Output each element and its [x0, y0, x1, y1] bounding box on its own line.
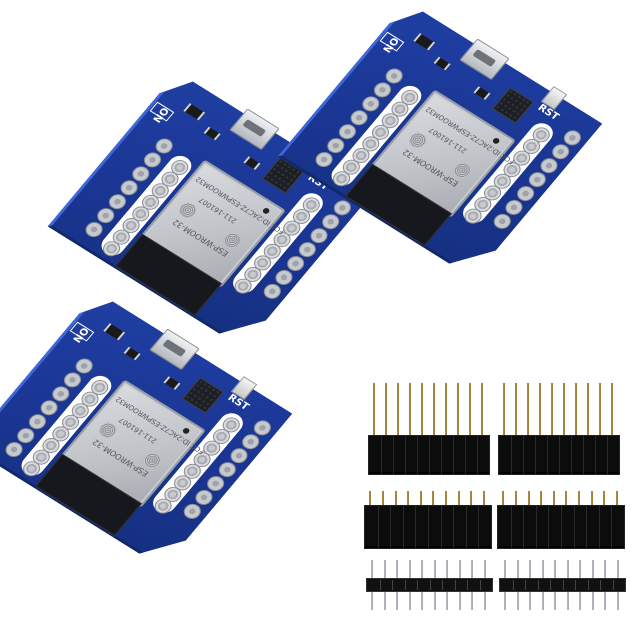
- header-pin: [575, 383, 577, 435]
- header-pin: [539, 383, 541, 435]
- module-name-text: ESP-WROOM-32: [170, 217, 231, 258]
- header-pin: [407, 491, 410, 505]
- header-pin: [590, 491, 593, 505]
- header-pin: [551, 383, 553, 435]
- header-pin: [565, 491, 568, 505]
- header-pin: [502, 491, 505, 505]
- espressif-logo-icon: [95, 419, 120, 441]
- module-name-text: ESP-WROOM-32: [90, 437, 151, 478]
- header-pin: [482, 491, 485, 505]
- header-pin: [397, 383, 399, 435]
- header-body: [497, 505, 625, 549]
- header-pin: [469, 383, 471, 435]
- header-pin: [552, 491, 555, 505]
- header-pin: [527, 383, 529, 435]
- header-pin: [470, 491, 473, 505]
- header-pin: [409, 383, 411, 435]
- header-pin: [540, 491, 543, 505]
- header-pin: [444, 491, 447, 505]
- header-pin: [481, 383, 483, 435]
- header-pin: [385, 383, 387, 435]
- header-body: [368, 435, 490, 475]
- header-pin: [599, 383, 601, 435]
- header-pin: [611, 383, 613, 435]
- header-pin: [432, 491, 435, 505]
- header-body: [498, 435, 620, 475]
- espressif-logo-icon: [405, 129, 430, 151]
- header-pin: [381, 491, 384, 505]
- header-pin: [515, 383, 517, 435]
- header-pin: [369, 491, 372, 505]
- header-pin: [421, 383, 423, 435]
- header-pin: [445, 383, 447, 435]
- header-pin: [577, 491, 580, 505]
- header-body: [499, 578, 626, 592]
- header-pin: [587, 383, 589, 435]
- header-body: [364, 505, 492, 549]
- header-pin: [457, 383, 459, 435]
- header-body: [366, 578, 493, 592]
- header-pin: [394, 491, 397, 505]
- header-pin: [563, 383, 565, 435]
- module-name-text: ESP-WROOM-32: [400, 147, 461, 188]
- header-pin: [433, 383, 435, 435]
- header-pin: [603, 491, 606, 505]
- espressif-logo-icon: [175, 199, 200, 221]
- header-pin: [527, 491, 530, 505]
- header-pin: [514, 491, 517, 505]
- header-pin: [419, 491, 422, 505]
- header-pin: [503, 383, 505, 435]
- header-pin: [615, 491, 618, 505]
- header-pin: [457, 491, 460, 505]
- header-pin: [373, 383, 375, 435]
